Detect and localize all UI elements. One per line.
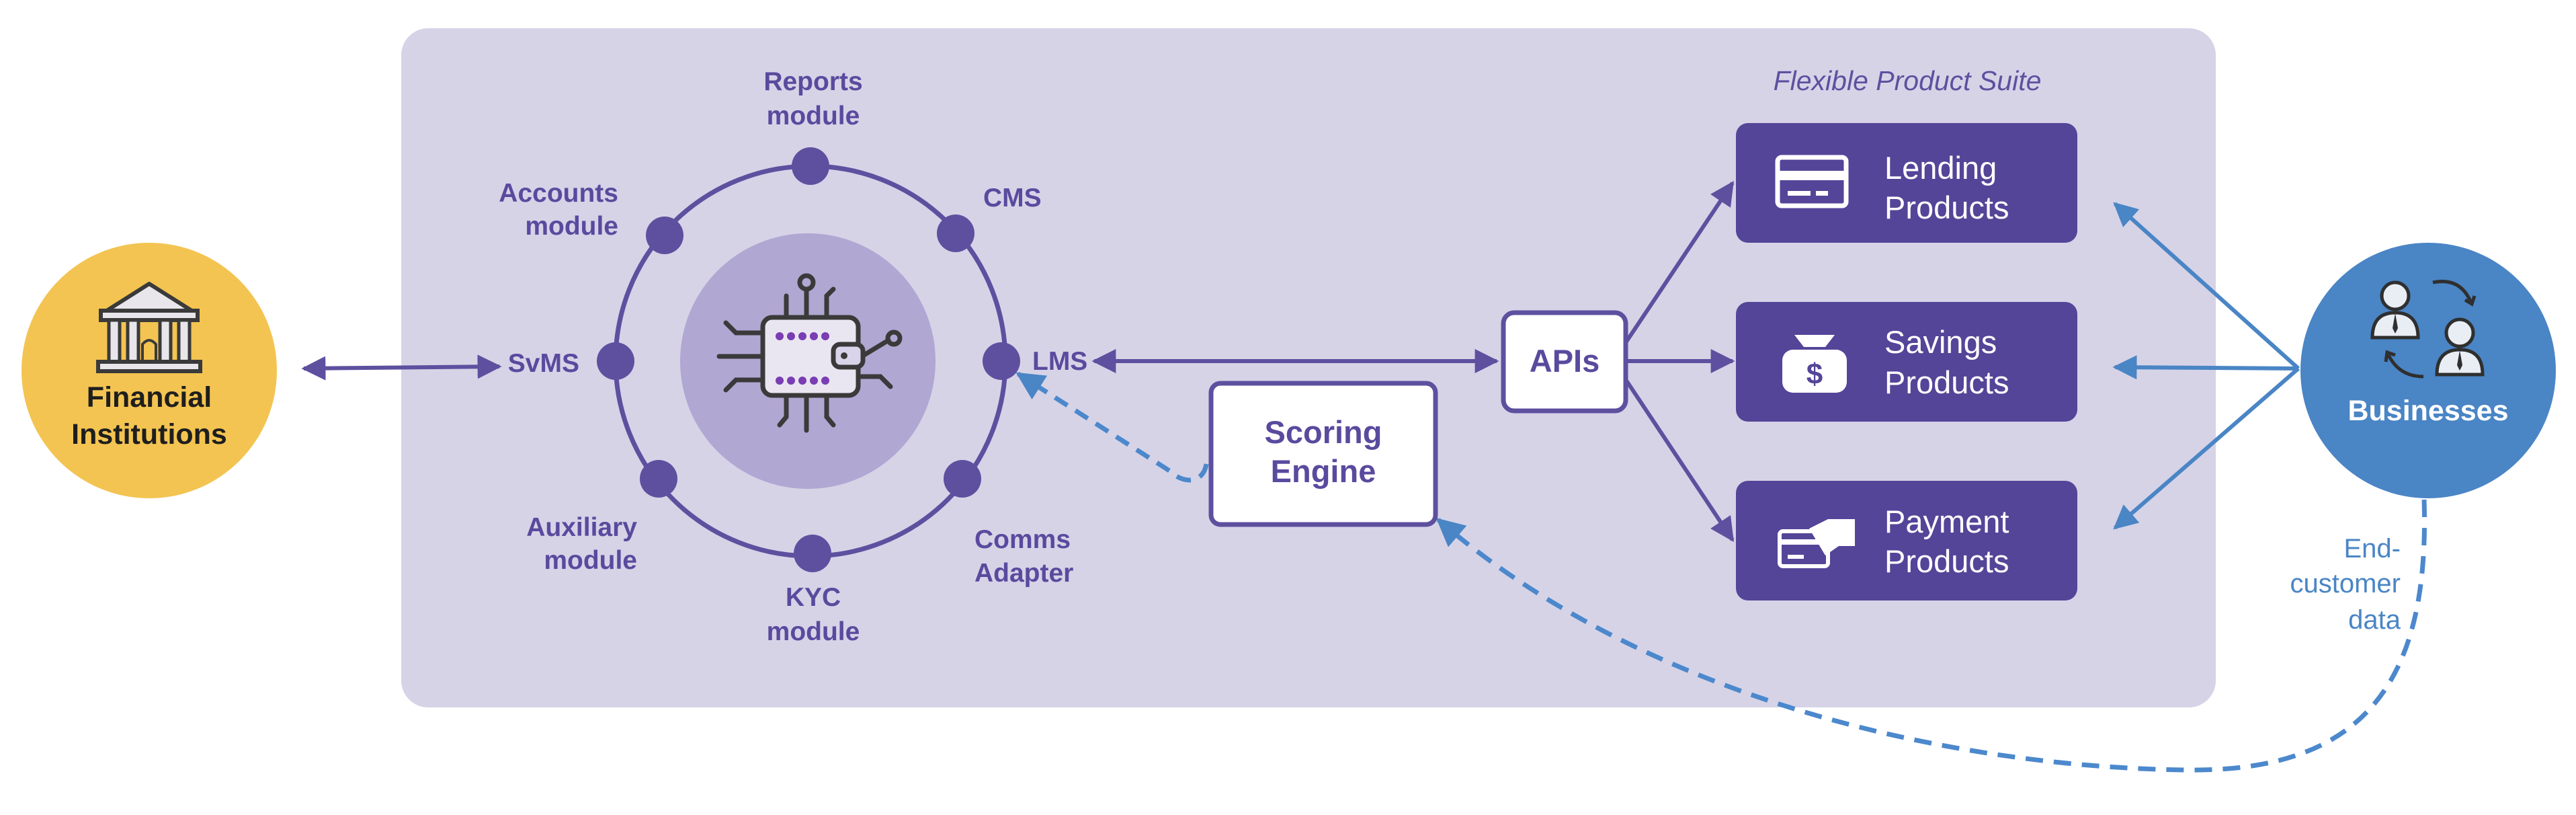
lms-node: [983, 342, 1020, 380]
savings-label-line1: Savings: [1884, 324, 1997, 360]
fi-label-line1: Financial: [87, 381, 212, 414]
lms-label: LMS: [1032, 347, 1087, 376]
card-icon: [1775, 155, 1849, 208]
apis-payment-arrow: [1624, 379, 1735, 542]
comms-label-line1: Comms: [974, 525, 1071, 554]
kyc-label-line2: module: [767, 617, 860, 646]
svg-text:$: $: [1806, 358, 1823, 391]
fi-label-line2: Institutions: [71, 418, 227, 451]
reports-label-line1: Reports: [763, 67, 862, 96]
people-exchange-icon: [2370, 280, 2485, 379]
lending-products-card: Lending Products: [1736, 123, 2077, 243]
hand-card-icon: [1778, 519, 1855, 568]
product-suite-title: Flexible Product Suite: [1774, 65, 2042, 96]
scoring-engine-box: Scoring Engine: [1208, 381, 1438, 527]
scoring-engine-line2: Engine: [1271, 453, 1376, 489]
apis-lending-arrow: [1624, 181, 1735, 343]
scoring-lms-dashed-arrow: [1015, 372, 1209, 483]
businesses-payment-arrow: [2113, 366, 2300, 530]
payment-label-line1: Payment: [1884, 504, 2009, 539]
comms-node: [944, 460, 981, 498]
end-customer-line3: data: [2348, 605, 2401, 635]
lending-label-line2: Products: [1884, 190, 2009, 225]
accounts-node: [646, 217, 683, 254]
lending-label-line1: Lending: [1884, 150, 1997, 186]
chip-wallet-icon: [716, 273, 903, 433]
kyc-node: [794, 535, 831, 572]
savings-label-line2: Products: [1884, 364, 2009, 400]
reports-node: [792, 147, 829, 185]
kyc-label-line1: KYC: [786, 583, 841, 612]
end-customer-line1: End-: [2344, 534, 2401, 564]
accounts-label-line1: Accounts: [499, 179, 618, 208]
businesses-savings-arrow: [2112, 355, 2299, 380]
auxiliary-label-line1: Auxiliary: [526, 513, 637, 542]
end-customer-data-dashed-arrow: [1436, 499, 2427, 773]
apis-box: APIs: [1501, 310, 1628, 414]
businesses-node: Businesses: [2300, 243, 2556, 498]
end-customer-line2: customer: [2290, 569, 2401, 598]
auxiliary-label-line2: module: [544, 546, 637, 575]
savings-products-card: $ Savings Products: [1736, 302, 2077, 422]
cms-node: [937, 215, 974, 252]
svms-node: [597, 342, 634, 380]
fi-svms-arrow: [301, 354, 502, 381]
apis-label: APIs: [1530, 343, 1600, 379]
auxiliary-node: [640, 460, 677, 498]
payment-label-line2: Products: [1884, 543, 2009, 579]
money-bag-icon: $: [1782, 335, 1847, 393]
businesses-label: Businesses: [2348, 395, 2508, 427]
financial-institutions-node: Financial Institutions: [22, 243, 277, 498]
accounts-label-line2: module: [525, 212, 618, 241]
scoring-engine-line1: Scoring: [1265, 414, 1382, 450]
businesses-lending-arrow: [2113, 202, 2300, 371]
comms-label-line2: Adapter: [974, 559, 1073, 588]
reports-label-line2: module: [767, 102, 860, 130]
bank-icon: [96, 282, 202, 373]
cms-label: CMS: [983, 184, 1042, 212]
svms-label: SvMS: [508, 349, 579, 378]
payment-products-card: Payment Products: [1736, 481, 2077, 600]
